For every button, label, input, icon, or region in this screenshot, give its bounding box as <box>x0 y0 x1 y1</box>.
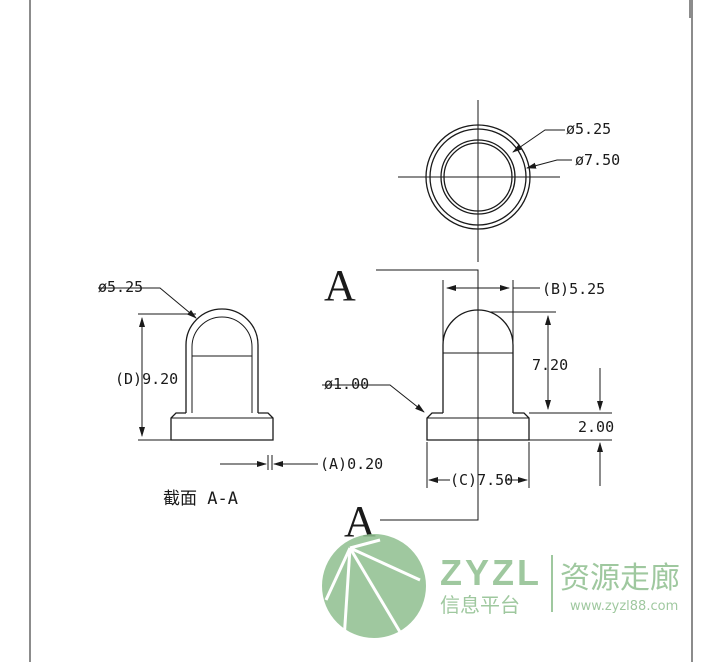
section-wall-label: (A)0.20 <box>320 455 383 473</box>
side-flange-width-label: (C)7.50 <box>450 471 513 489</box>
section-caption: 截面 A-A <box>163 489 238 509</box>
side-view: A A (B)5.25 7.20 2.00 ø1.00 (C)7.50 <box>322 261 614 546</box>
watermark-url: www.zyzl88.com <box>570 599 678 614</box>
section-view: (D)9.20 ø5.25 (A)0.20 截面 A-A <box>98 278 383 509</box>
side-body-height-label: 7.20 <box>532 356 568 374</box>
top-view: ø5.25 ø7.50 <box>398 100 620 262</box>
section-mark-top: A <box>324 261 356 310</box>
side-flange-height-label: 2.00 <box>578 418 614 436</box>
side-width-label: (B)5.25 <box>542 280 605 298</box>
section-height-label: (D)9.20 <box>115 370 178 388</box>
watermark-subtitle: 信息平台 <box>440 593 520 617</box>
side-flange-diameter-label: ø1.00 <box>324 375 369 393</box>
watermark-brand-cjk: 资源走廊 <box>560 561 680 596</box>
top-inner-diameter-label: ø5.25 <box>566 120 611 138</box>
watermark-logo <box>322 534 426 641</box>
top-outer-diameter-label: ø7.50 <box>575 151 620 169</box>
sheet-border <box>29 0 693 662</box>
watermark: ZYZL 资源走廊 信息平台 www.zyzl88.com <box>322 534 680 641</box>
watermark-brand-latin: ZYZL <box>440 552 542 593</box>
section-top-diameter-label: ø5.25 <box>98 278 143 296</box>
